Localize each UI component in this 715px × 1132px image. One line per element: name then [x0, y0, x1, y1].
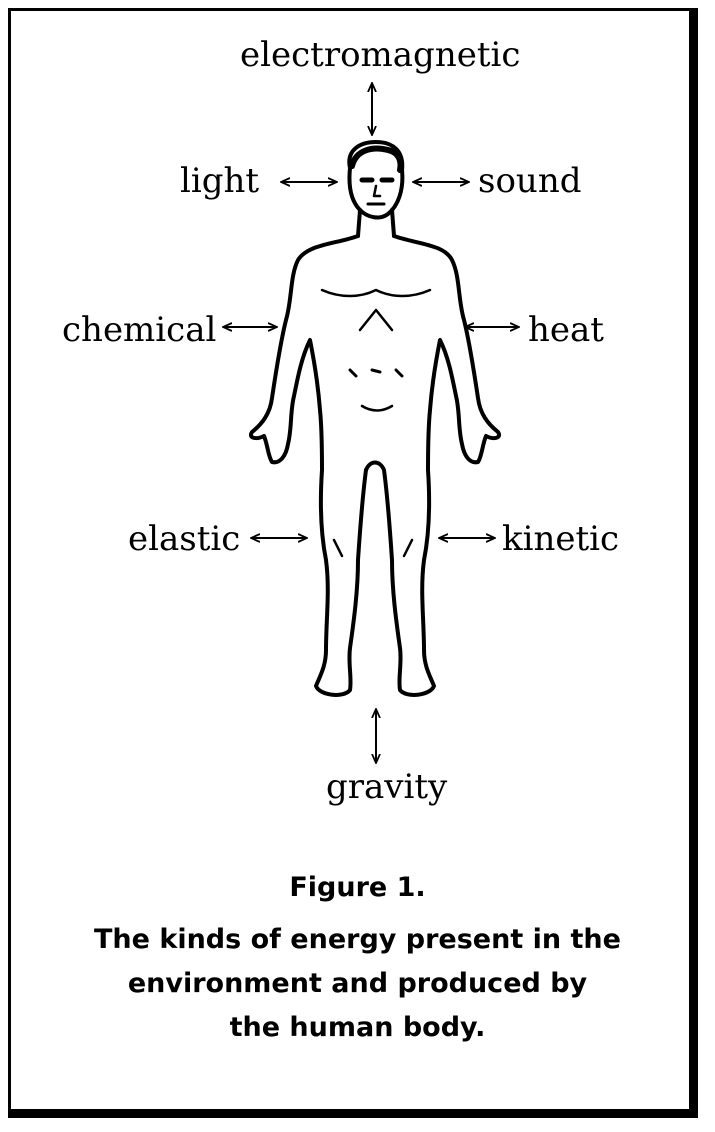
figure-number: Figure 1.: [0, 874, 715, 901]
body-diagram: [0, 0, 715, 860]
caption-line-1: The kinds of energy present in the: [0, 926, 715, 953]
caption-line-3: the human body.: [0, 1014, 715, 1041]
caption-line-2: environment and produced by: [0, 970, 715, 997]
human-body-icon: [251, 142, 499, 695]
